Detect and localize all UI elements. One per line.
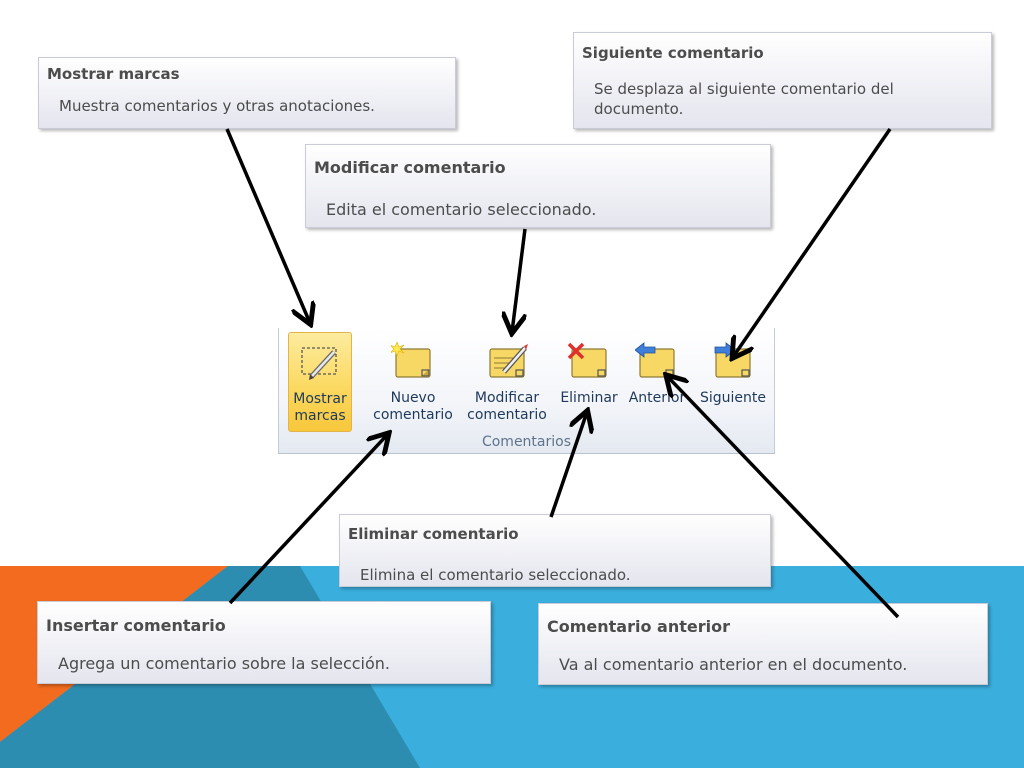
tooltip-title: Modificar comentario [314,158,506,177]
tooltip-mostrar-marcas: Mostrar marcas Muestra comentarios y otr… [38,57,456,129]
tooltip-description: Edita el comentario seleccionado. [326,200,597,219]
tooltip-modificar-comentario: Modificar comentario Edita el comentario… [305,144,771,228]
tooltip-title: Siguiente comentario [582,44,764,62]
ribbon-group-comentarios: Mostrar marcas Nuevo comentario Modifi [278,328,775,454]
mostrar-marcas-button[interactable]: Mostrar marcas [288,332,352,432]
tooltip-description: Elimina el comentario seleccionado. [360,566,631,584]
tooltip-description: Va al comentario anterior en el document… [559,655,908,674]
button-label: Nuevo comentario [373,390,453,423]
tooltip-title: Comentario anterior [547,617,730,636]
delete-comment-icon [567,342,607,378]
eliminar-button[interactable]: Eliminar [556,332,622,432]
edit-comment-icon [489,344,528,378]
ribbon-group-label: Comentarios [481,434,572,450]
previous-comment-icon [635,342,675,378]
tooltip-title: Mostrar marcas [47,65,180,83]
tooltip-comentario-anterior: Comentario anterior Va al comentario ant… [538,603,988,685]
nuevo-comentario-button[interactable]: Nuevo comentario [369,332,457,432]
button-label: Modificar comentario [467,390,547,423]
tooltip-insertar-comentario: Insertar comentario Agrega un comentario… [37,601,491,684]
button-label: Siguiente [699,390,766,406]
siguiente-button[interactable]: Siguiente [693,332,773,432]
button-label: Mostrar marcas [293,391,347,424]
new-comment-icon [391,342,431,378]
tooltip-siguiente-comentario: Siguiente comentario Se desplaza al sigu… [573,32,992,129]
tooltip-description: Agrega un comentario sobre la selección. [58,654,391,673]
tooltip-description: Muestra comentarios y otras anotaciones. [59,97,375,115]
button-label: Eliminar [560,390,618,406]
tooltip-title: Eliminar comentario [348,525,519,543]
show-markup-icon [301,347,337,380]
next-comment-icon [714,342,751,378]
tooltip-eliminar-comentario: Eliminar comentario Elimina el comentari… [339,514,771,587]
tooltip-description: Se desplaza al siguiente comentario del … [594,80,894,118]
tooltip-title: Insertar comentario [46,616,226,635]
anterior-button[interactable]: Anterior [625,332,689,432]
button-label: Anterior [628,390,686,406]
modificar-comentario-button[interactable]: Modificar comentario [462,332,552,432]
